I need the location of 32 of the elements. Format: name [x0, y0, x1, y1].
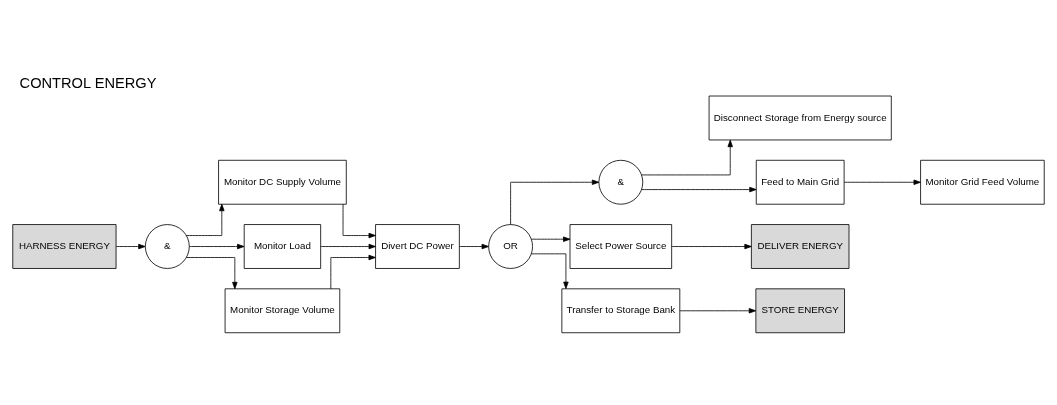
arrow: [330, 254, 376, 289]
node-box: Transfer to Storage Bank: [561, 287, 681, 333]
node-box: Disconnect Storage from Energy source: [708, 95, 892, 140]
arrow: [115, 243, 146, 249]
node-box: Select Power Source: [569, 223, 673, 269]
arrow: [641, 186, 757, 192]
arrow: [641, 139, 733, 175]
node-box: Monitor Load: [243, 223, 322, 269]
node-circle: &: [144, 223, 190, 269]
node-box: HARNESS ENERGY: [12, 223, 117, 269]
arrow: [531, 252, 569, 289]
node-box: Monitor Storage Volume: [224, 287, 341, 333]
arrow: [342, 203, 376, 238]
arrow: [843, 179, 921, 185]
node-circle: OR: [488, 223, 533, 269]
arrow: [459, 243, 489, 249]
node-box: STORE ENERGY: [755, 287, 845, 333]
arrow: [189, 243, 245, 249]
node-circle: &: [598, 159, 644, 205]
arrow: [530, 236, 571, 242]
node-box: Monitor Grid Feed Volume: [920, 159, 1045, 205]
diagram-title: CONTROL ENERGY: [19, 74, 157, 91]
arrow: [679, 307, 757, 313]
arrow: [320, 243, 376, 249]
node-box: DELIVER ENERGY: [751, 223, 850, 269]
arrow: [186, 256, 238, 289]
arrow: [671, 243, 752, 249]
node-box: Feed to Main Grid: [755, 159, 845, 205]
arrow: [185, 203, 225, 236]
node-box: Divert DC Power: [375, 223, 460, 269]
arrow: [510, 179, 600, 225]
node-box: Monitor DC Supply Volume: [218, 159, 347, 205]
